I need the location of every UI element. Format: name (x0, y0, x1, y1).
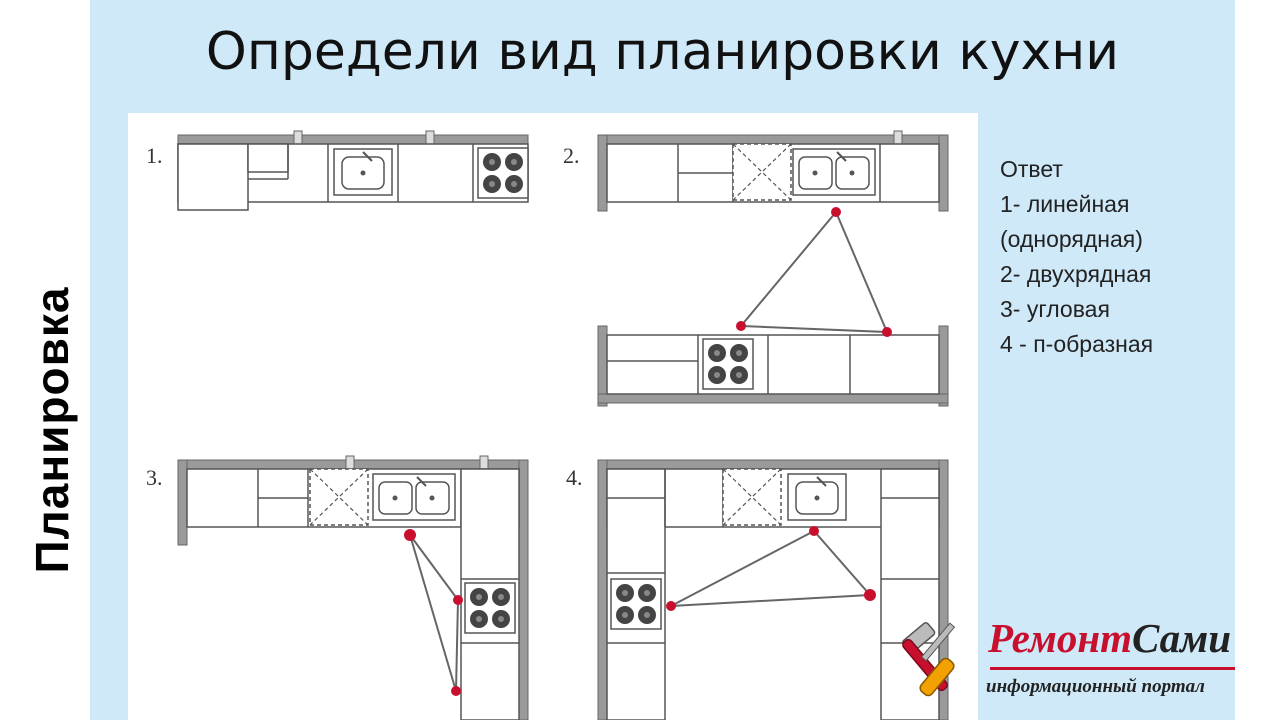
kitchen-sink-icon (333, 148, 393, 196)
triangle-point (666, 601, 676, 611)
kitchen-layouts-diagram: 1. 2. (128, 113, 978, 721)
right-margin (1235, 0, 1280, 720)
logo-subtitle: информационный портал (986, 676, 1205, 697)
triangle-point (864, 589, 876, 601)
panel-number: 2. (563, 143, 580, 168)
screwdriver-icon (919, 622, 956, 697)
triangle-point (453, 595, 463, 605)
layout-panel-3: 3. (146, 455, 529, 721)
kitchen-sink-icon (372, 473, 456, 521)
logo-brand-text: РемонтСами (988, 614, 1231, 662)
layout-panel-2: 2. (563, 130, 949, 407)
triangle-point (404, 529, 416, 541)
answer-line-2: (однорядная) (1000, 226, 1143, 252)
panel-number: 1. (146, 143, 163, 168)
answer-block: Ответ 1- линейная (однорядная) 2- двухря… (1000, 152, 1153, 362)
logo-brand-dark: Сами (1131, 615, 1232, 661)
answer-line-1: 1- линейная (1000, 191, 1130, 217)
triangle-point (831, 207, 841, 217)
kitchen-sink-icon (792, 148, 876, 196)
layout-panel-4: 4. (566, 459, 949, 721)
stove-icon (610, 578, 662, 630)
page-title: Определи вид планировки кухни (205, 22, 1120, 82)
triangle-point (882, 327, 892, 337)
side-label-panel: Планировка (0, 0, 90, 720)
logo-underline (990, 667, 1235, 670)
triangle-point (451, 686, 461, 696)
panel-number: 4. (566, 465, 583, 490)
kitchen-sink-icon (787, 473, 847, 521)
stove-icon (702, 338, 754, 390)
stove-icon (477, 147, 529, 199)
answer-line-4: 3- угловая (1000, 296, 1110, 322)
answer-heading: Ответ (1000, 156, 1063, 182)
brand-logo: РемонтСами информационный портал (895, 612, 1255, 717)
logo-brand-red: Ремонт (988, 615, 1132, 661)
answer-line-3: 2- двухрядная (1000, 261, 1152, 287)
triangle-point (736, 321, 746, 331)
answer-line-5: 4 - п-образная (1000, 331, 1154, 357)
layout-panel-1: 1. (146, 130, 529, 211)
stove-icon (464, 582, 516, 634)
panel-number: 3. (146, 465, 163, 490)
side-label: Планировка (26, 286, 78, 574)
triangle-point (809, 526, 819, 536)
